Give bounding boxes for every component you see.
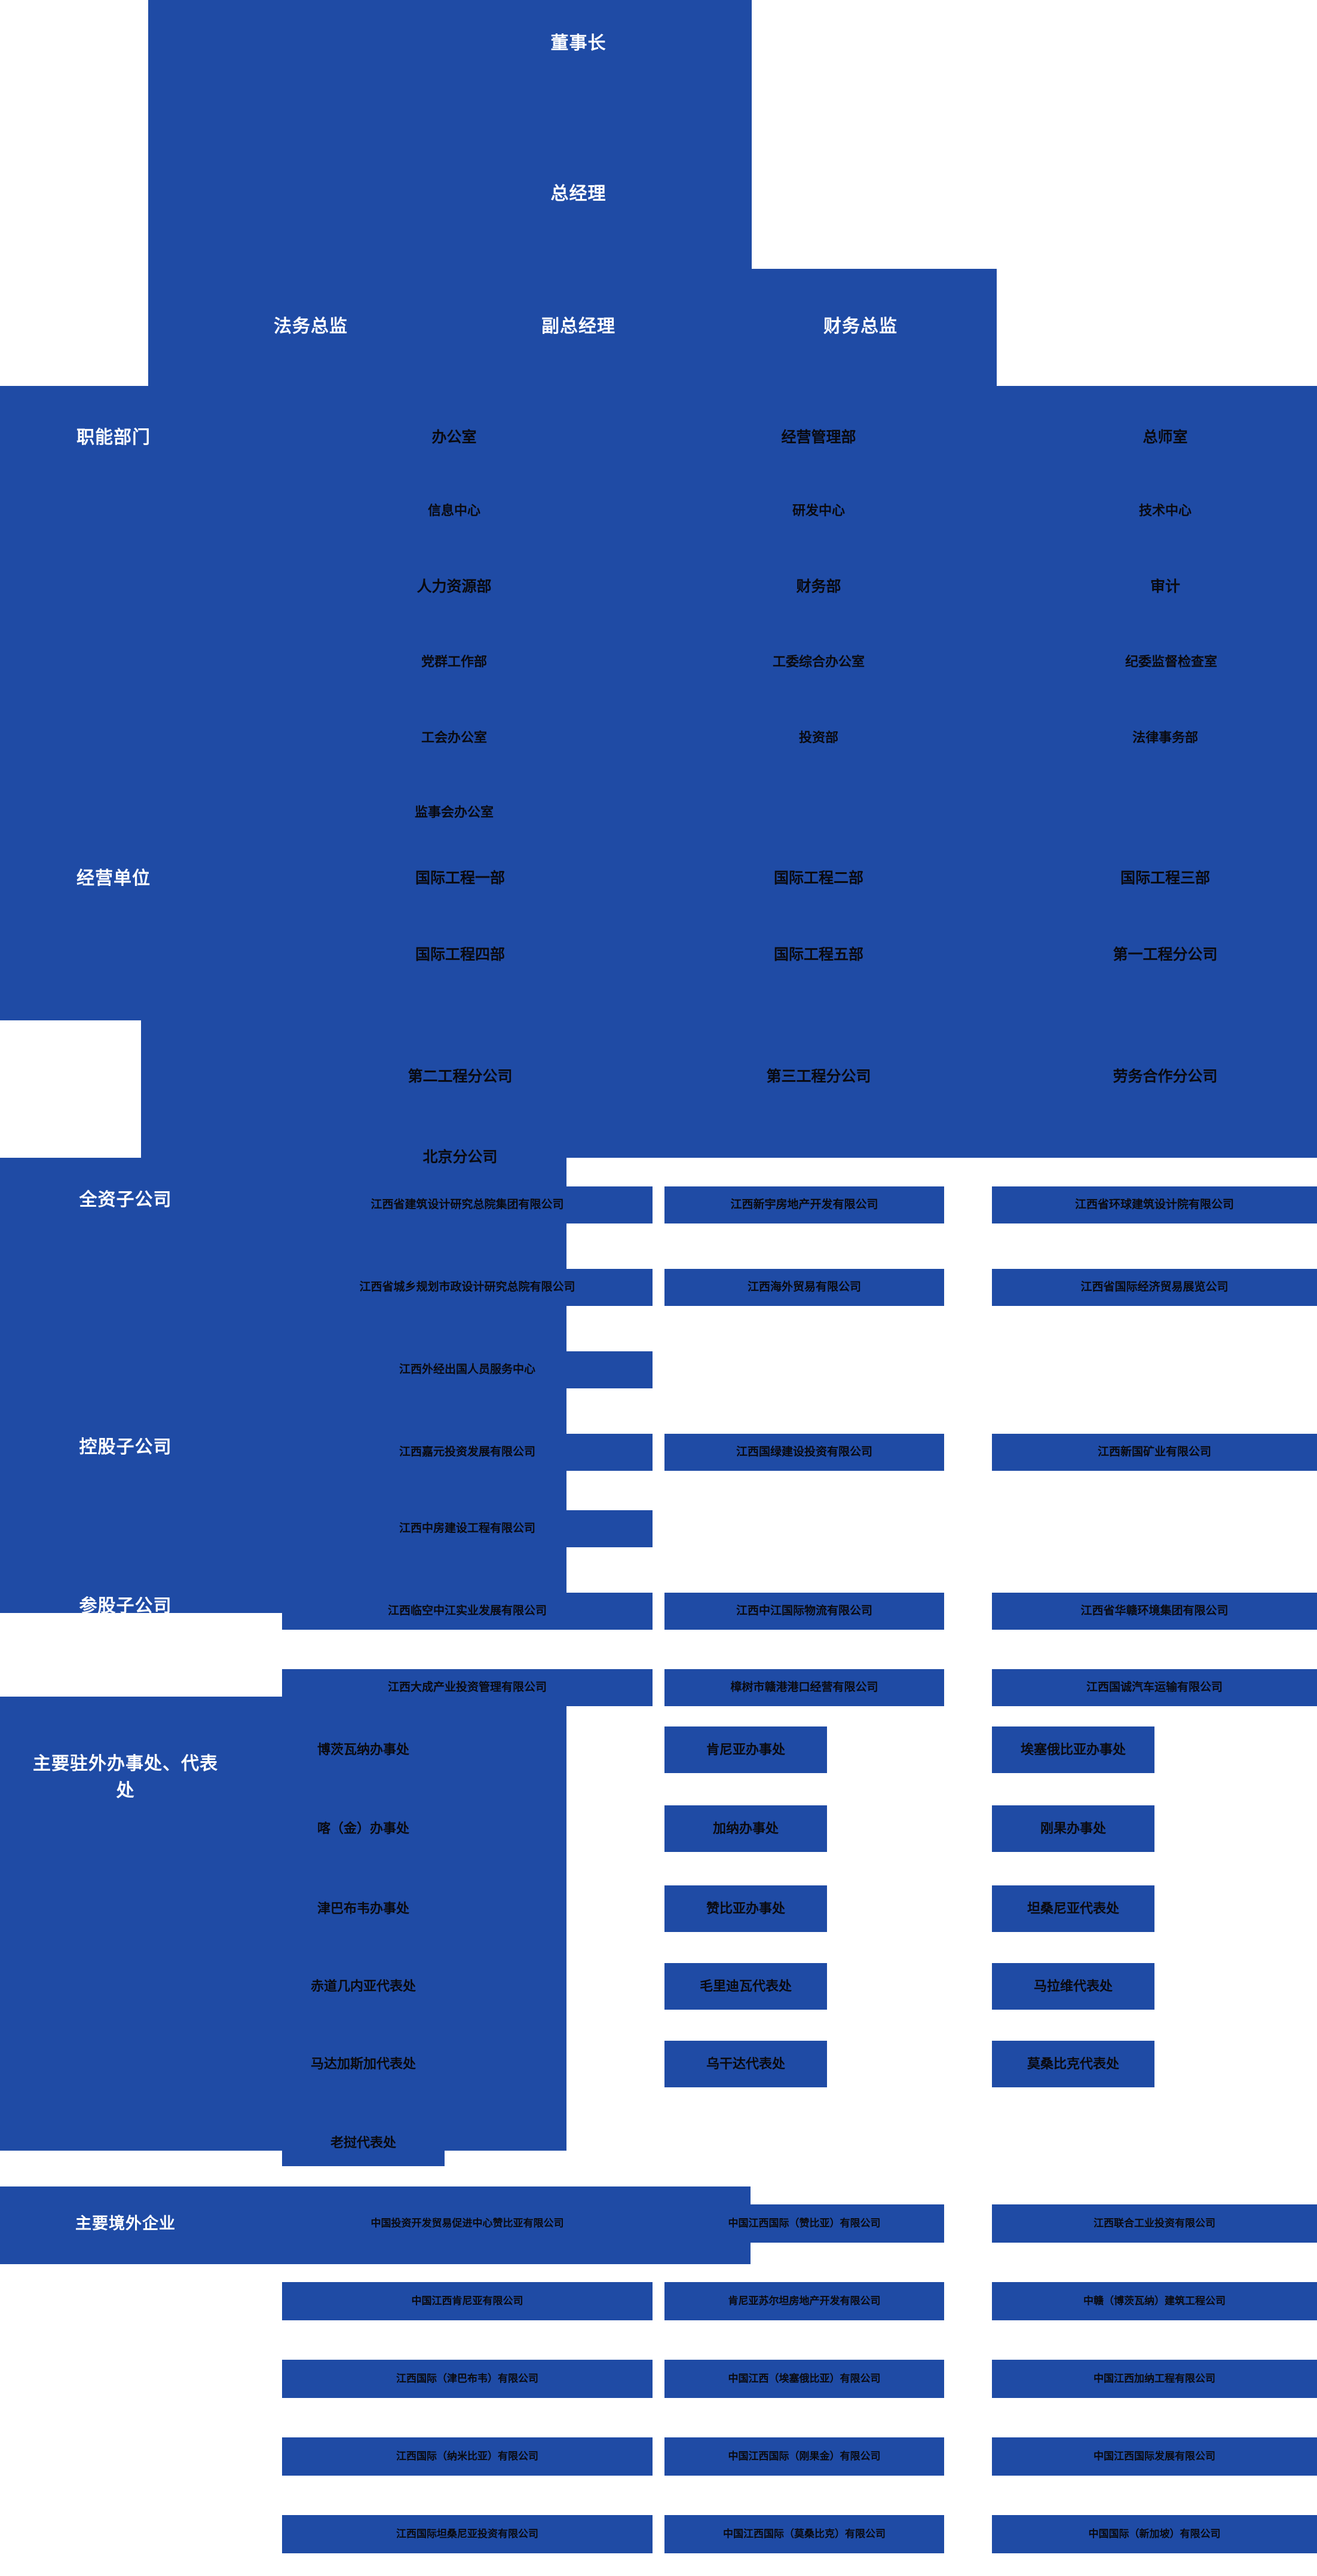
equity-zhongjiang-logistics[interactable]: 江西中江国际物流有限公司 (664, 1593, 944, 1630)
branch-beijing[interactable]: 北京分公司 (422, 1148, 498, 1166)
office-uganda[interactable]: 乌干达代表处 (664, 2041, 827, 2087)
dept-business-management[interactable]: 经营管理部 (781, 428, 856, 446)
holding-xinguo-mining[interactable]: 江西新国矿业有限公司 (992, 1434, 1317, 1471)
overseas-congo-kinshasa-co[interactable]: 中国江西国际（刚果金）有限公司 (664, 2437, 944, 2476)
node-finance-director[interactable]: 财务总监 (823, 316, 898, 336)
label-business-units: 经营单位 (76, 868, 151, 888)
dept-legal-affairs[interactable]: 法律事务部 (1132, 730, 1198, 746)
node-chairman[interactable]: 董事长 (550, 33, 607, 53)
overseas-united-industrial-investment[interactable]: 江西联合工业投资有限公司 (992, 2204, 1317, 2243)
panel-chairman (148, 0, 752, 269)
office-ethiopia[interactable]: 埃塞俄比亚办事处 (992, 1726, 1154, 1773)
holding-zhongfang-construction[interactable]: 江西中房建设工程有限公司 (282, 1510, 653, 1547)
label-equity-subsidiaries: 参股子公司 (79, 1596, 172, 1616)
label-overseas-offices: 主要驻外办事处、代表处 (33, 1754, 218, 1801)
unit-eng-branch-1[interactable]: 第一工程分公司 (1113, 946, 1218, 963)
dept-union-office[interactable]: 工会办公室 (421, 730, 487, 746)
overseas-zimbabwe-co[interactable]: 江西国际（津巴布韦）有限公司 (282, 2360, 653, 2398)
overseas-ghana-engineering[interactable]: 中国江西加纳工程有限公司 (992, 2360, 1317, 2398)
node-general-manager[interactable]: 总经理 (550, 183, 607, 204)
dept-chief-engineer-office[interactable]: 总师室 (1143, 428, 1188, 446)
office-mozambique[interactable]: 莫桑比克代表处 (992, 2041, 1154, 2087)
dept-information-center[interactable]: 信息中心 (427, 503, 480, 519)
overseas-intl-development[interactable]: 中国江西国际发展有限公司 (992, 2437, 1317, 2476)
office-zimbabwe[interactable]: 津巴布韦办事处 (282, 1885, 445, 1932)
office-tanzania[interactable]: 坦桑尼亚代表处 (992, 1885, 1154, 1932)
panel-branch-band (141, 1020, 1317, 1158)
unit-intl-eng-2[interactable]: 国际工程二部 (773, 869, 863, 887)
panel-main-body (0, 386, 1317, 1020)
equity-guocheng-transport[interactable]: 江西国诚汽车运输有限公司 (992, 1669, 1317, 1706)
unit-intl-eng-4[interactable]: 国际工程四部 (415, 946, 505, 963)
dept-rd-center[interactable]: 研发中心 (792, 503, 845, 519)
holding-guolv-construction-investment[interactable]: 江西国绿建设投资有限公司 (664, 1434, 944, 1471)
dept-discipline-inspection[interactable]: 纪委监督检查室 (1125, 654, 1217, 670)
overseas-ethiopia-co[interactable]: 中国江西（埃塞俄比亚）有限公司 (664, 2360, 944, 2398)
wholly-owned-overseas-service-center[interactable]: 江西外经出国人员服务中心 (282, 1351, 653, 1388)
equity-dacheng-industry-investment[interactable]: 江西大成产业投资管理有限公司 (282, 1669, 653, 1706)
dept-investment[interactable]: 投资部 (798, 730, 838, 746)
office-ghana[interactable]: 加纳办事处 (664, 1805, 827, 1852)
label-overseas-enterprises: 主要境外企业 (75, 2215, 176, 2233)
office-zambia[interactable]: 赞比亚办事处 (664, 1885, 827, 1932)
dept-audit[interactable]: 审计 (1150, 578, 1180, 595)
dept-human-resources[interactable]: 人力资源部 (416, 578, 492, 595)
unit-intl-eng-1[interactable]: 国际工程一部 (415, 869, 505, 887)
dept-finance[interactable]: 财务部 (796, 578, 841, 595)
panel-general-manager (148, 269, 997, 386)
equity-linkong-zhongjiang[interactable]: 江西临空中江实业发展有限公司 (282, 1593, 653, 1630)
unit-intl-eng-5[interactable]: 国际工程五部 (773, 946, 863, 963)
overseas-namibia-co[interactable]: 江西国际（纳米比亚）有限公司 (282, 2437, 653, 2476)
overseas-jiangxi-intl-zambia[interactable]: 中国江西国际（赞比亚）有限公司 (664, 2204, 944, 2243)
wholly-owned-global-design[interactable]: 江西省环球建筑设计院有限公司 (992, 1186, 1317, 1223)
office-madagascar[interactable]: 马达加斯加代表处 (282, 2041, 445, 2087)
overseas-singapore-co[interactable]: 中国国际（新加坡）有限公司 (992, 2515, 1317, 2553)
branch-labor-cooperation[interactable]: 劳务合作分公司 (1113, 1068, 1218, 1085)
dept-party-committee-general-office[interactable]: 工委综合办公室 (772, 654, 865, 670)
wholly-owned-trade-exhibition[interactable]: 江西省国际经济贸易展览公司 (992, 1269, 1317, 1306)
office-malawi[interactable]: 马拉维代表处 (992, 1963, 1154, 2010)
dept-office[interactable]: 办公室 (431, 428, 477, 446)
holding-jiayuan-investment[interactable]: 江西嘉元投资发展有限公司 (282, 1434, 653, 1471)
office-laos[interactable]: 老挝代表处 (282, 2120, 445, 2166)
overseas-zambia-trade-center[interactable]: 中国投资开发贸易促进中心赞比亚有限公司 (282, 2204, 653, 2243)
node-deputy-general-manager[interactable]: 副总经理 (541, 316, 615, 336)
overseas-kenya-co[interactable]: 中国江西肯尼亚有限公司 (282, 2282, 653, 2320)
overseas-tanzania-investment[interactable]: 江西国际坦桑尼亚投资有限公司 (282, 2515, 653, 2553)
overseas-mozambique-co[interactable]: 中国江西国际（莫桑比克）有限公司 (664, 2515, 944, 2553)
dept-supervisory-board-office[interactable]: 监事会办公室 (414, 805, 494, 820)
node-legal-director[interactable]: 法务总监 (274, 316, 348, 336)
office-kenya[interactable]: 肯尼亚办事处 (664, 1726, 827, 1773)
overseas-kenya-sultan-realestate[interactable]: 肯尼亚苏尔坦房地产开发有限公司 (664, 2282, 944, 2320)
overseas-botswana-construction[interactable]: 中赣（博茨瓦纳）建筑工程公司 (992, 2282, 1317, 2320)
branch-eng-2[interactable]: 第二工程分公司 (408, 1068, 513, 1085)
dept-party-work[interactable]: 党群工作部 (421, 654, 487, 670)
equity-zhangshu-port[interactable]: 樟树市赣港港口经营有限公司 (664, 1669, 944, 1706)
wholly-owned-urban-planning[interactable]: 江西省城乡规划市政设计研究总院有限公司 (282, 1269, 653, 1306)
label-wholly-owned: 全资子公司 (79, 1189, 172, 1210)
wholly-owned-xinyu-realestate[interactable]: 江西新宇房地产开发有限公司 (664, 1186, 944, 1223)
office-congo[interactable]: 刚果办事处 (992, 1805, 1154, 1852)
office-congo-kinshasa[interactable]: 喀（金）办事处 (282, 1805, 445, 1852)
label-functional-departments: 职能部门 (76, 427, 151, 447)
office-maldives[interactable]: 毛里迪瓦代表处 (664, 1963, 827, 2010)
equity-huagan-environment[interactable]: 江西省华赣环境集团有限公司 (992, 1593, 1317, 1630)
unit-intl-eng-3[interactable]: 国际工程三部 (1120, 869, 1210, 887)
wholly-owned-jxadri[interactable]: 江西省建筑设计研究总院集团有限公司 (282, 1186, 653, 1223)
office-equatorial-guinea[interactable]: 赤道几内亚代表处 (282, 1963, 445, 2010)
wholly-owned-overseas-trade[interactable]: 江西海外贸易有限公司 (664, 1269, 944, 1306)
office-botswana[interactable]: 博茨瓦纳办事处 (282, 1726, 445, 1773)
dept-technology-center[interactable]: 技术中心 (1138, 503, 1192, 519)
label-holding-subsidiaries: 控股子公司 (79, 1437, 172, 1457)
branch-eng-3[interactable]: 第三工程分公司 (766, 1068, 871, 1085)
